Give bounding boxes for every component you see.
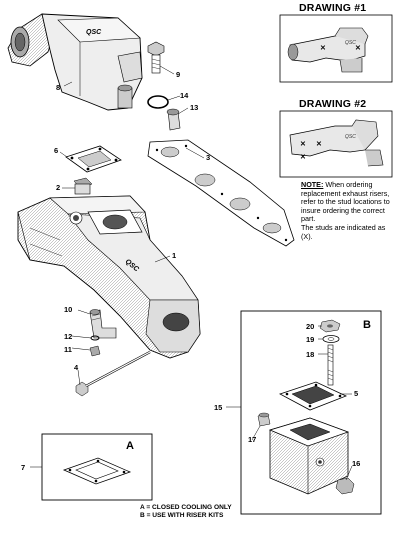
part-label-2: 2 [56, 183, 60, 192]
drawing-2-title: DRAWING #2 [299, 98, 367, 110]
bolt-4 [75, 350, 151, 397]
part-label-20: 20 [306, 322, 314, 331]
sleeve-13 [166, 108, 181, 131]
exhaust-manifold-1: QSC [17, 195, 201, 359]
svg-text:QSC: QSC [345, 134, 356, 140]
note-text: When ordering replacement exhaust risers… [301, 180, 390, 224]
drawing-1-inset: ✕ ✕ QSC [279, 14, 393, 83]
svg-text:✕: ✕ [300, 141, 306, 148]
drawing-2-inset: ✕ ✕ ✕ QSC [279, 110, 393, 178]
part-label-17: 17 [248, 435, 256, 444]
part-label-18: 18 [306, 350, 314, 359]
gasket-6 [65, 145, 122, 173]
kit-box-b-tag: B [363, 319, 371, 331]
elbow-10 [89, 309, 117, 339]
note-heading: NOTE: [301, 180, 324, 189]
fitting-11 [89, 345, 101, 357]
part-label-13: 13 [190, 103, 198, 112]
part-label-4: 4 [74, 363, 79, 372]
drawing-1-title: DRAWING #1 [299, 2, 367, 14]
part-label-16: 16 [352, 459, 360, 468]
svg-text:✕: ✕ [300, 154, 306, 161]
part-label-12: 12 [64, 332, 72, 341]
riser-assembly-8: QSC [7, 13, 143, 111]
note-text-studs: The studs are indicated as (X). [301, 222, 386, 241]
part-label-15: 15 [214, 403, 222, 412]
kit-box-a [41, 433, 153, 501]
part-label-14: 14 [180, 91, 189, 100]
part-label-7: 7 [21, 463, 25, 472]
part-label-3: 3 [206, 153, 210, 162]
svg-text:QSC: QSC [345, 40, 356, 46]
bolt-9 [147, 41, 165, 74]
part-label-10: 10 [64, 305, 72, 314]
legend-a: A = CLOSED COOLING ONLY [140, 504, 232, 511]
part-label-8: 8 [56, 83, 60, 92]
kit-box-b [240, 310, 382, 515]
kit-box-a-tag: A [126, 440, 134, 452]
svg-text:✕: ✕ [355, 45, 361, 52]
ordering-note: NOTE: When ordering replacement exhaust … [301, 180, 391, 241]
svg-text:✕: ✕ [320, 45, 326, 52]
part-label-11: 11 [64, 345, 72, 354]
svg-text:QSC: QSC [86, 29, 102, 36]
part-number-labels: 1 2 3 4 5 6 7 8 9 10 11 12 13 14 15 16 1… [21, 70, 360, 472]
clamp-14 [147, 95, 169, 109]
plug-2 [73, 177, 93, 195]
leader-lines [30, 65, 353, 481]
gasket-3 [147, 139, 295, 247]
part-label-1: 1 [172, 251, 176, 260]
legend-b: B = USE WITH RISER KITS [140, 512, 224, 519]
part-label-9: 9 [176, 70, 180, 79]
kit-legend: A = CLOSED COOLING ONLY B = USE WITH RIS… [140, 504, 232, 520]
svg-text:✕: ✕ [316, 141, 322, 148]
part-label-19: 19 [306, 335, 314, 344]
part-label-6: 6 [54, 146, 58, 155]
part-label-5: 5 [354, 389, 358, 398]
